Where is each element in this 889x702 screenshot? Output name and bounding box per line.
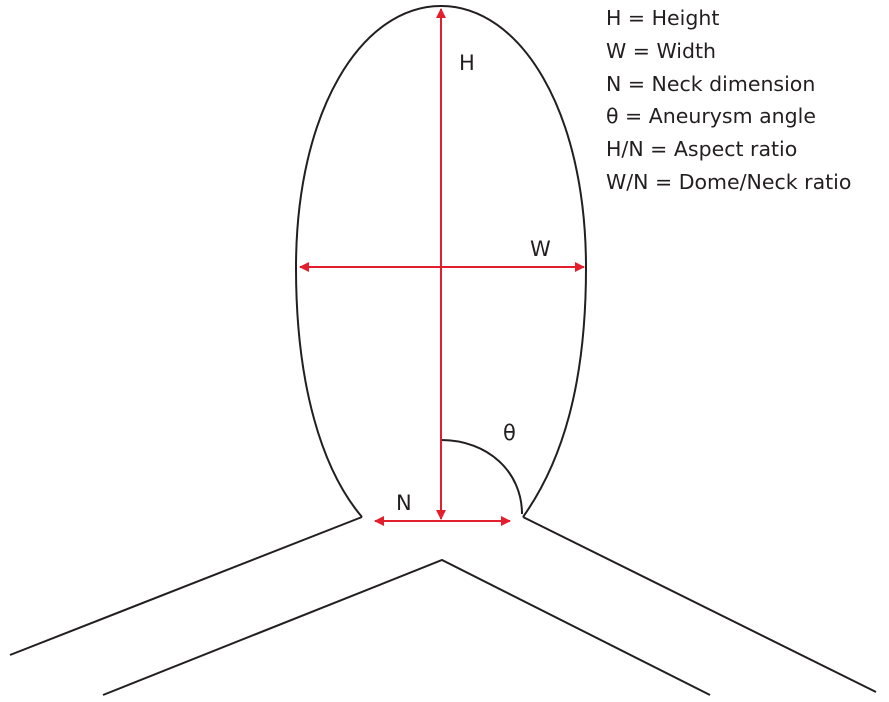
- aneurysm-dome-outline: [294, 4, 588, 518]
- height-label: H: [459, 51, 475, 75]
- right-vessel-outer-wall: [522, 516, 877, 693]
- legend-item-aspect-ratio: H/N = Aspect ratio: [606, 137, 798, 162]
- width-label: W: [530, 237, 551, 261]
- angle-label: θ: [503, 421, 516, 445]
- vessel-bifurcation-inner-wall: [102, 558, 711, 696]
- legend-item-neck: N = Neck dimension: [606, 71, 816, 96]
- angle-arc: [440, 439, 523, 515]
- neck-label: N: [396, 491, 412, 515]
- legend: H = Height W = Width N = Neck dimension …: [606, 2, 851, 199]
- legend-item-dome-neck-ratio: W/N = Dome/Neck ratio: [606, 169, 852, 194]
- legend-item-angle: θ = Aneurysm angle: [606, 104, 816, 129]
- legend-item-width: W = Width: [606, 38, 717, 63]
- legend-item-height: H = Height: [606, 6, 720, 30]
- left-vessel-outer-wall: [9, 516, 363, 656]
